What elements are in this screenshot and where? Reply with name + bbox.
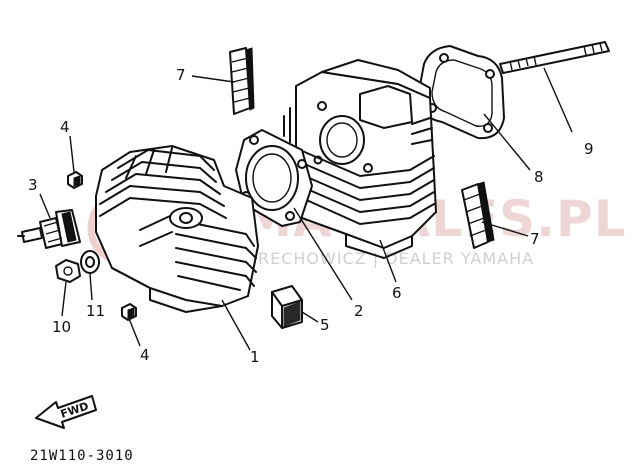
stud-bolt-part-9 bbox=[499, 41, 610, 74]
washer-part-11 bbox=[80, 250, 100, 274]
nut-part-10 bbox=[55, 259, 81, 283]
callout-8: 8 bbox=[534, 168, 544, 186]
forward-arrow-icon: FWD bbox=[35, 395, 97, 429]
diagram-code: 21W110-3010 bbox=[30, 448, 134, 464]
nut-part-4-bottom bbox=[121, 303, 137, 321]
callout-numbers: 7 4 3 9 8 7 2 6 5 1 4 10 11 bbox=[28, 66, 594, 366]
leader-lines bbox=[39, 67, 573, 351]
cylinder-head-part-1 bbox=[95, 145, 259, 313]
head-gasket-part-8 bbox=[417, 45, 505, 140]
watermark-sub-text: RECHOWICZ | DEALER YAMAHA bbox=[258, 249, 534, 268]
block-part-5 bbox=[271, 285, 303, 329]
callout-7-right: 7 bbox=[530, 230, 540, 248]
base-gasket-part-2 bbox=[235, 129, 313, 227]
callout-5: 5 bbox=[320, 316, 330, 334]
nut-part-4-top bbox=[67, 171, 83, 189]
callout-10: 10 bbox=[52, 318, 71, 336]
callout-6: 6 bbox=[392, 284, 402, 302]
callout-4-bottom: 4 bbox=[140, 346, 150, 364]
callout-1: 1 bbox=[250, 348, 260, 366]
callout-3: 3 bbox=[28, 176, 38, 194]
callout-7-top: 7 bbox=[176, 66, 186, 84]
callout-2: 2 bbox=[354, 302, 364, 320]
callout-9: 9 bbox=[584, 140, 594, 158]
insulator-part-7-top bbox=[229, 47, 255, 115]
callout-11: 11 bbox=[86, 302, 105, 320]
spark-plug-part-3 bbox=[17, 209, 81, 249]
cylinder-part-6 bbox=[283, 59, 437, 259]
callout-4-top: 4 bbox=[60, 118, 70, 136]
